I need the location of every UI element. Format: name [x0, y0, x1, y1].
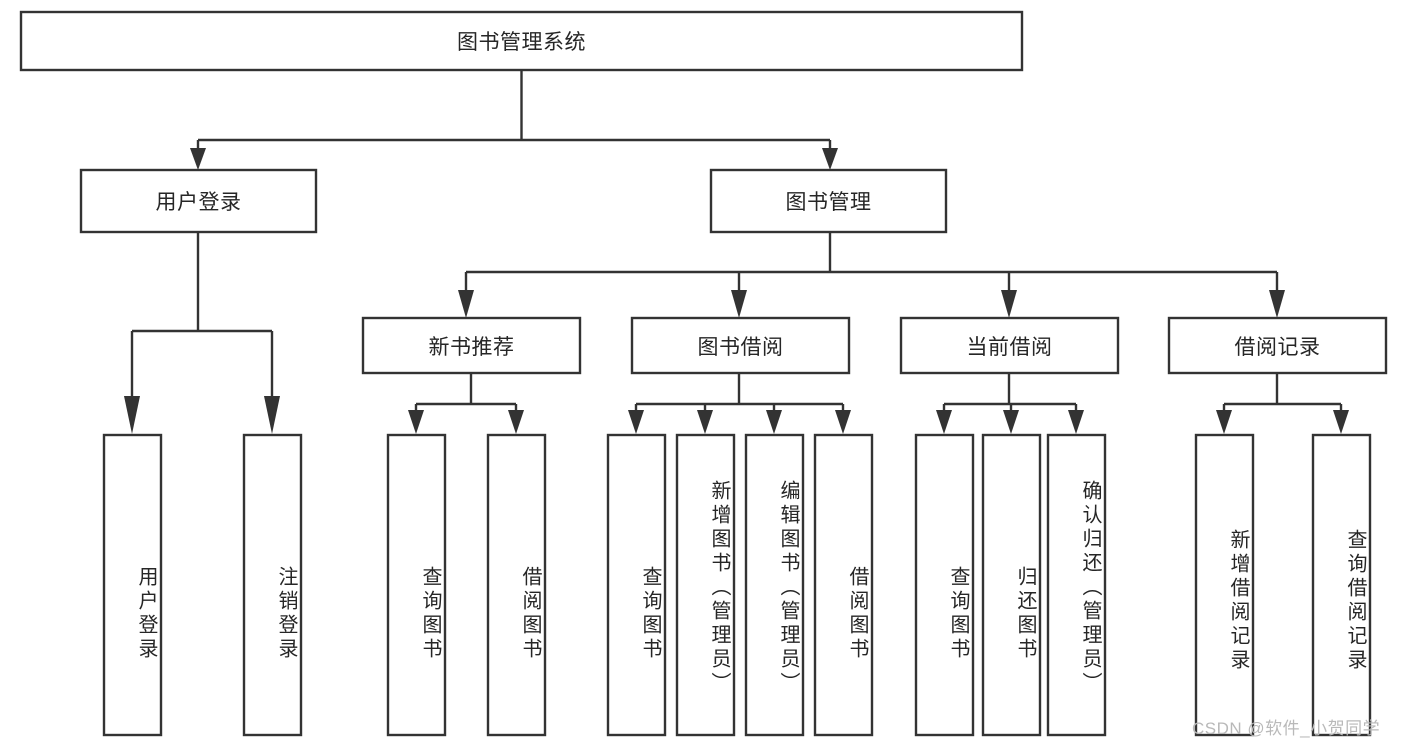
arrow-head-borrow-record	[1269, 290, 1285, 318]
node-box-leaf-borrow-book-2[interactable]	[813, 433, 874, 737]
arrow-head-current-borrow	[1001, 290, 1017, 318]
arrow-head-leaf-return-book	[1003, 410, 1019, 434]
arrow-head-leaf-query-book-3	[936, 410, 952, 434]
arrow-head-leaf-borrow-book-2	[835, 410, 851, 434]
node-box-leaf-add-book[interactable]	[675, 433, 736, 737]
csdn-watermark: CSDN @软件_小贺同学	[1192, 719, 1381, 738]
node-box-leaf-edit-book[interactable]	[744, 433, 805, 737]
node-box-leaf-logout[interactable]	[242, 433, 303, 737]
arrow-head-leaf-query-record	[1333, 410, 1349, 434]
arrow-head-leaf-query-book-2	[628, 410, 644, 434]
node-box-new-book-recommend[interactable]	[361, 316, 582, 375]
node-box-current-borrow[interactable]	[899, 316, 1120, 375]
node-box-leaf-return-book[interactable]	[981, 433, 1042, 737]
node-box-leaf-query-book-2[interactable]	[606, 433, 667, 737]
node-box-user-login[interactable]	[79, 168, 318, 234]
arrow-head-leaf-edit-book	[766, 410, 782, 434]
arrow-head-leaf-confirm-return	[1068, 410, 1084, 434]
arrow-head-leaf-logout	[264, 396, 280, 434]
arrow-head-book-mgmt	[822, 148, 838, 170]
node-box-book-borrow[interactable]	[630, 316, 851, 375]
connector-group	[124, 70, 1349, 434]
node-box-leaf-query-book-1[interactable]	[386, 433, 447, 737]
node-box-leaf-query-book-3[interactable]	[914, 433, 975, 737]
node-box-leaf-add-record[interactable]	[1194, 433, 1255, 737]
node-box-leaf-query-record[interactable]	[1311, 433, 1372, 737]
node-box-group	[19, 10, 1388, 737]
node-box-book-management[interactable]	[709, 168, 948, 234]
arrow-head-book-borrow	[731, 290, 747, 318]
node-box-borrow-record[interactable]	[1167, 316, 1388, 375]
node-box-root[interactable]	[19, 10, 1024, 72]
node-box-leaf-user-login[interactable]	[102, 433, 163, 737]
arrow-head-leaf-query-book-1	[408, 410, 424, 434]
node-box-leaf-confirm-return[interactable]	[1046, 433, 1107, 737]
arrow-head-new-book-recommend	[458, 290, 474, 318]
arrow-head-leaf-user-login	[124, 396, 140, 434]
arrow-head-user-login	[190, 148, 206, 170]
node-box-leaf-borrow-book-1[interactable]	[486, 433, 547, 737]
arrow-head-leaf-add-record	[1216, 410, 1232, 434]
arrow-head-leaf-add-book	[697, 410, 713, 434]
arrow-head-leaf-borrow-book-1	[508, 410, 524, 434]
